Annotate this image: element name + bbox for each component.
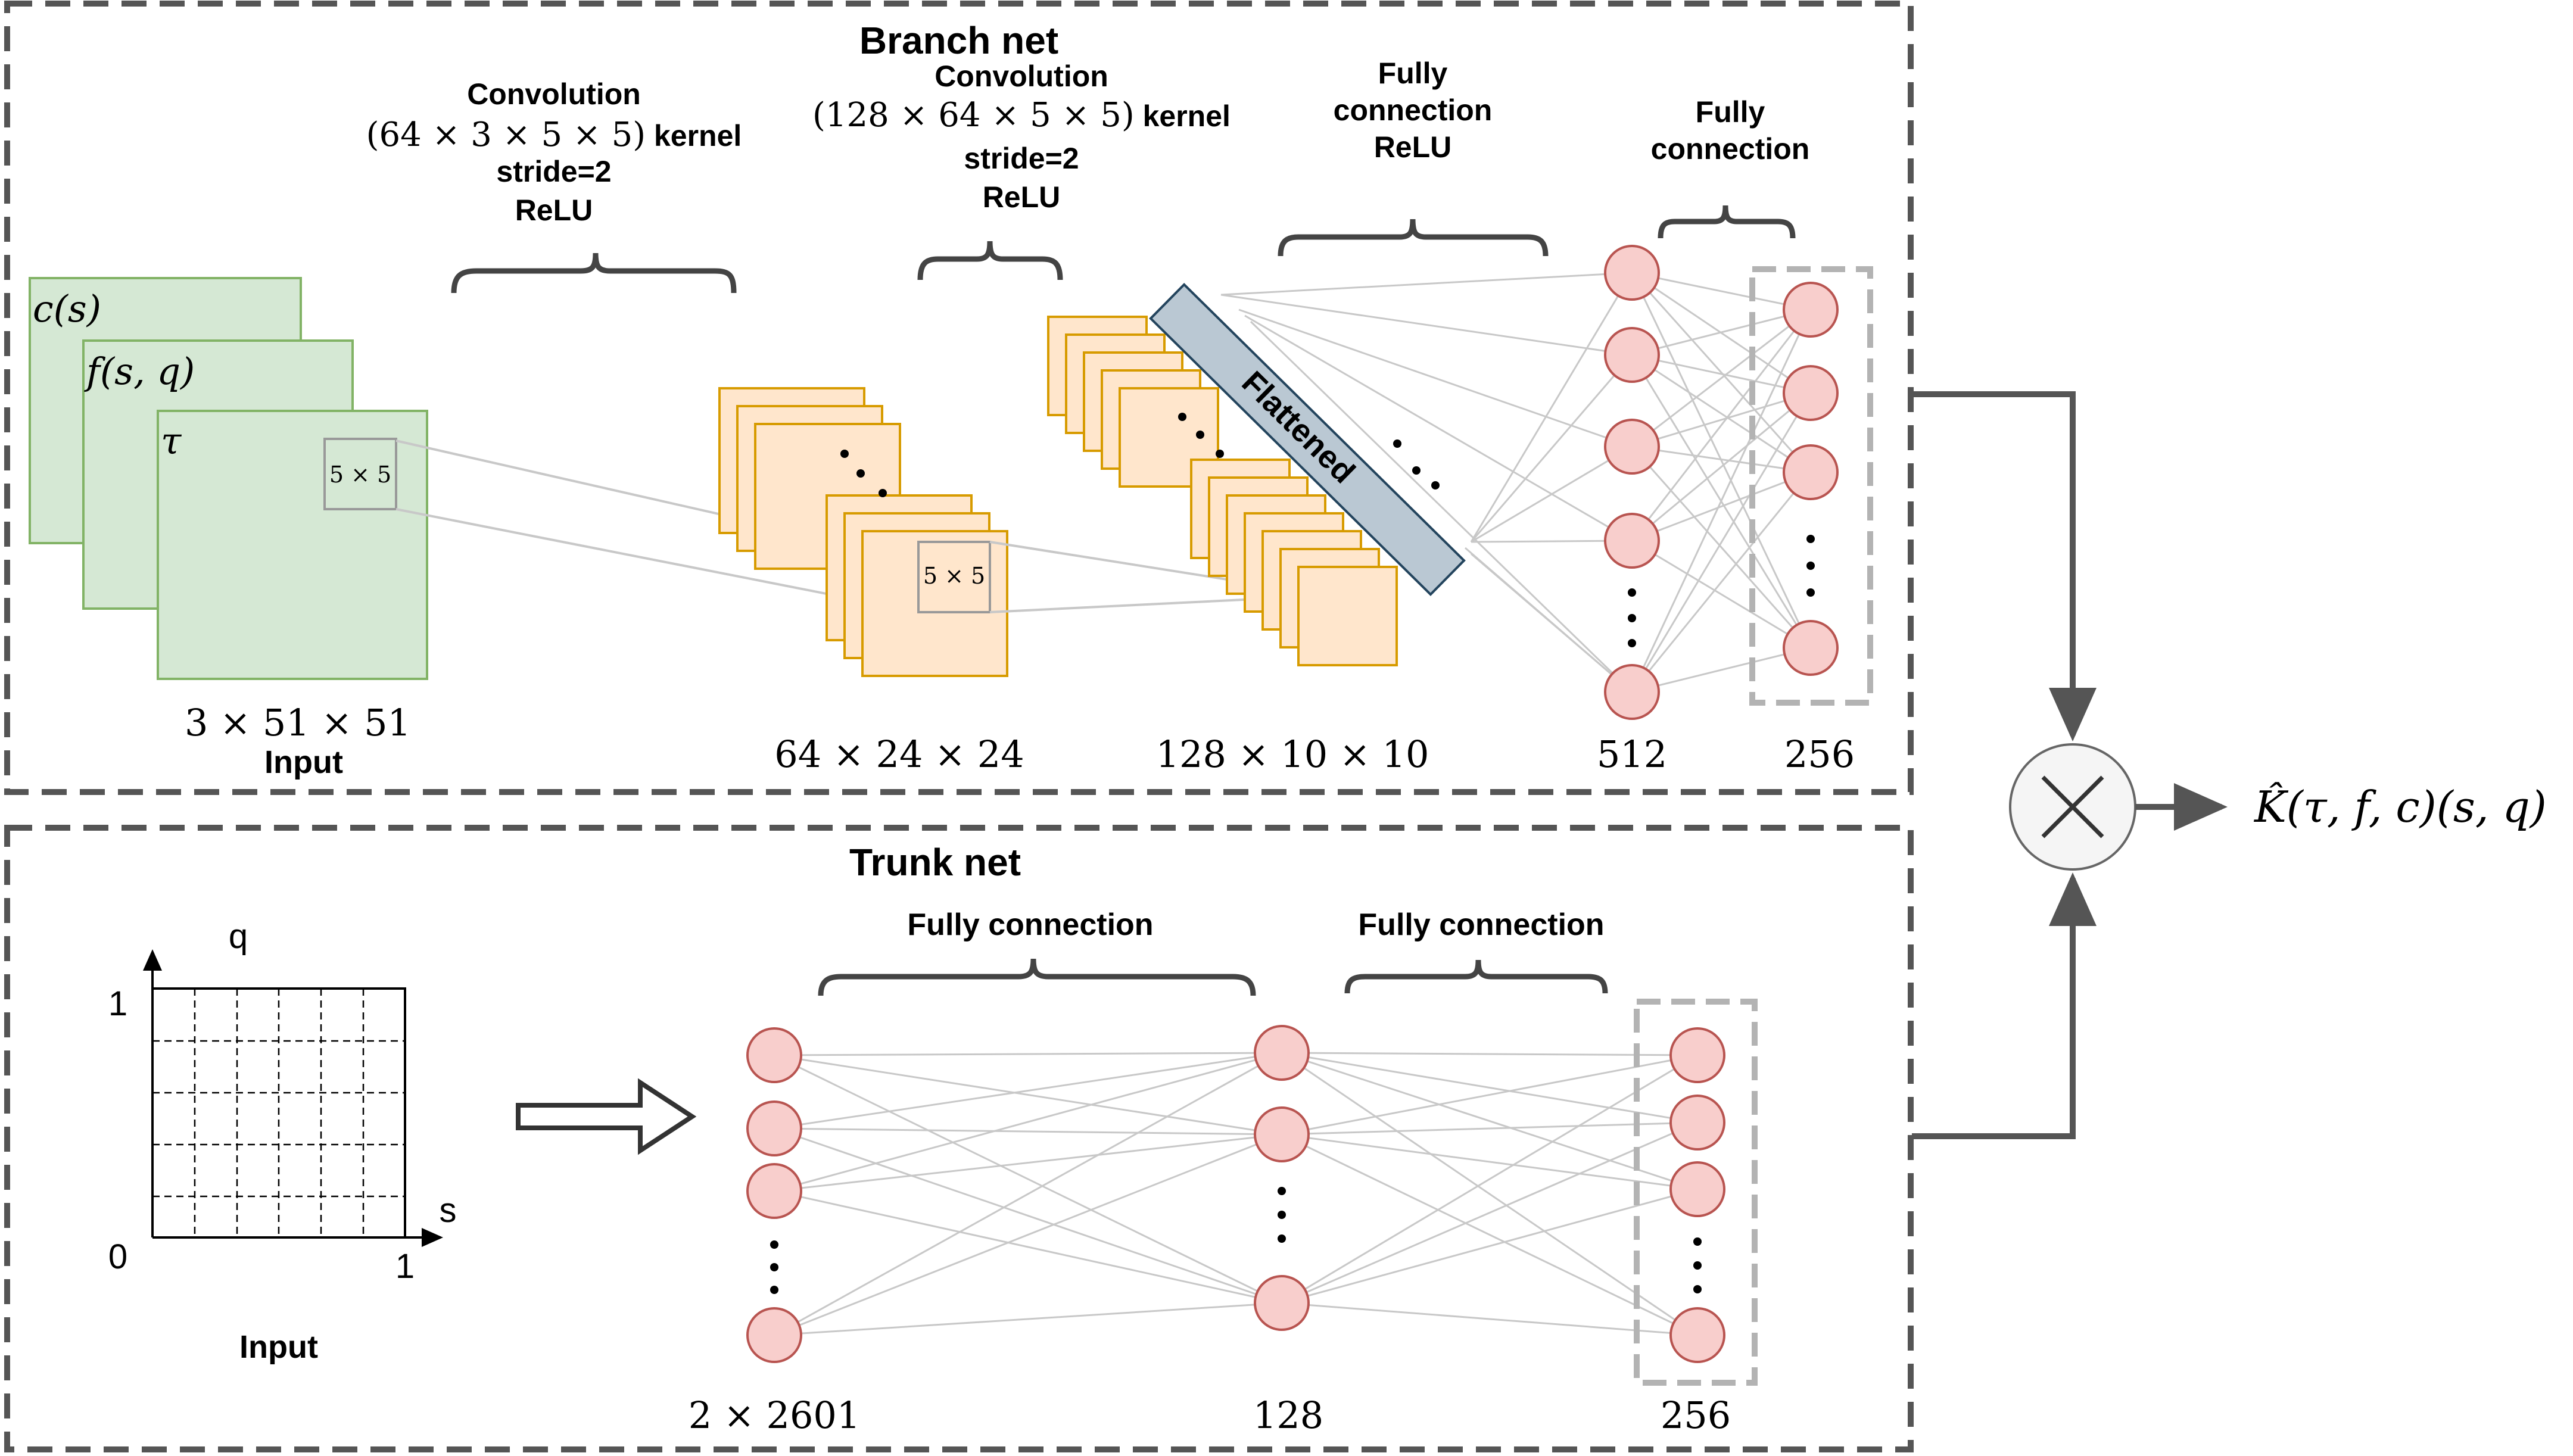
fc1-line3: ReLU (1374, 130, 1452, 164)
q-axis-label: q (229, 917, 248, 956)
branch-input-dims: 3 × 51 × 51 (185, 701, 411, 744)
trunk-hidden-dims: 128 (1253, 1393, 1323, 1437)
trunk-output-ellipsis (1693, 1237, 1702, 1293)
trunk-connections (774, 1052, 1698, 1336)
neuron (1254, 1106, 1310, 1162)
output-label: K̂(τ, f, c)(s, q) (2253, 781, 2547, 832)
conv2-stride: stride=2 (964, 142, 1079, 175)
s-one-tick: 1 (395, 1247, 415, 1286)
neuron (1604, 327, 1660, 383)
hollow-arrow-icon (516, 1078, 697, 1155)
feature-map (1297, 566, 1398, 666)
trunk-input-dims: 2 × 2601 (689, 1393, 861, 1437)
neuron (1604, 245, 1660, 301)
trunk-output-box (1634, 999, 1758, 1386)
conv1-stride: stride=2 (496, 155, 611, 188)
trunk-to-product-arrow (1912, 872, 2097, 1139)
conv2-brace (917, 241, 1063, 280)
layer1-ellipsis (840, 450, 887, 497)
trunk-net-title: Trunk net (849, 841, 1021, 884)
neuron (1604, 419, 1660, 475)
branch-net-title: Branch net (859, 19, 1058, 62)
trunk-input-label: Input (239, 1329, 318, 1365)
neuron (1783, 365, 1839, 421)
neuron (746, 1027, 802, 1083)
trunk-fc1-brace (818, 958, 1256, 996)
fc1-line2: connection (1334, 93, 1493, 127)
flatten-ellipsis (1393, 439, 1440, 490)
neuron (1783, 444, 1839, 500)
neuron (1669, 1161, 1725, 1217)
fc1-line1: Fully (1378, 57, 1448, 90)
input-patch-label: 5 × 5 (329, 462, 391, 488)
conv1-kernel: (64 × 3 × 5 × 5) kernel (366, 116, 742, 154)
fc-512-256-connections (1631, 272, 1812, 693)
fc2-label: Fully connection (1651, 95, 1810, 166)
trunk-input-grid: q s 1 0 1 (108, 917, 457, 1286)
neuron (746, 1307, 802, 1363)
origin-tick: 0 (108, 1237, 127, 1276)
q-one-tick: 1 (108, 984, 127, 1023)
fc1-brace (1278, 219, 1549, 257)
layer1-feature-maps (718, 387, 1008, 677)
neuron (1604, 664, 1660, 720)
fc2-brace (1658, 205, 1796, 239)
neuron (1254, 1025, 1310, 1081)
trunk-output-dims: 256 (1661, 1393, 1731, 1437)
conv1-brace (451, 252, 737, 294)
neuron (1783, 620, 1839, 676)
trunk-hidden-nodes (1254, 1025, 1310, 1331)
layer1-patch (917, 541, 991, 613)
trunk-fc1-label: Fully connection (907, 908, 1153, 942)
channel-c-label: c(s) (33, 287, 101, 331)
layer1-patch-label: 5 × 5 (923, 563, 985, 589)
fc-256-dims: 256 (1784, 732, 1855, 776)
channel-tau-label: τ (161, 419, 182, 463)
multiply-icon (2009, 743, 2136, 871)
neuron (746, 1100, 802, 1156)
neuron (1669, 1307, 1725, 1363)
branch-net-frame (4, 1, 1914, 795)
trunk-hidden-ellipsis (1278, 1187, 1286, 1243)
fc2-line1: Fully (1696, 95, 1765, 129)
conv1-title: Convolution (467, 77, 641, 111)
fc-256-nodes (1783, 282, 1839, 676)
fc2-line2: connection (1651, 132, 1810, 166)
conv1-label: Convolution (64 × 3 × 5 × 5) kernel stri… (366, 77, 742, 227)
trunk-input-ellipsis (770, 1240, 778, 1294)
trunk-output-nodes (1669, 1027, 1725, 1363)
fc-512-nodes (1604, 245, 1660, 720)
neuron (1669, 1027, 1725, 1083)
conv2-title: Convolution (934, 60, 1108, 93)
input-channels: c(s) f(s, q) τ 5 × 5 (29, 277, 428, 680)
layer2-dims: 128 × 10 × 10 (1156, 732, 1429, 776)
neuron (1254, 1275, 1310, 1331)
fc-256-ellipsis (1806, 535, 1815, 597)
channel-f-label: f(s, q) (84, 350, 195, 393)
conv2-label: Convolution (128 × 64 × 5 × 5) kernel st… (812, 60, 1231, 214)
fc1-label: Fully connection ReLU (1334, 57, 1493, 164)
branch-input-label: Input (264, 744, 343, 780)
conv2-relu: ReLU (983, 180, 1061, 214)
neuron (1604, 513, 1660, 569)
trunk-fc2-label: Fully connection (1358, 908, 1604, 942)
fc-512-ellipsis (1628, 588, 1636, 647)
neuron (746, 1163, 802, 1219)
conv1-relu: ReLU (515, 194, 593, 227)
branch-output-box (1749, 266, 1873, 706)
input-patch (323, 438, 397, 510)
conv2-kernel: (128 × 64 × 5 × 5) kernel (812, 96, 1231, 135)
layer2-ellipsis (1178, 413, 1224, 458)
layer2-feature-maps (1047, 316, 1398, 666)
neuron (1669, 1095, 1725, 1151)
trunk-input-nodes (746, 1027, 802, 1363)
fc-512-dims: 512 (1597, 732, 1667, 776)
s-axis-label: s (440, 1191, 457, 1230)
layer1-dims: 64 × 24 × 24 (774, 732, 1024, 776)
trunk-net-frame (4, 825, 1914, 1452)
neuron (1783, 282, 1839, 338)
trunk-fc2-brace (1344, 959, 1608, 994)
branch-to-product-arrow (1912, 391, 2097, 741)
